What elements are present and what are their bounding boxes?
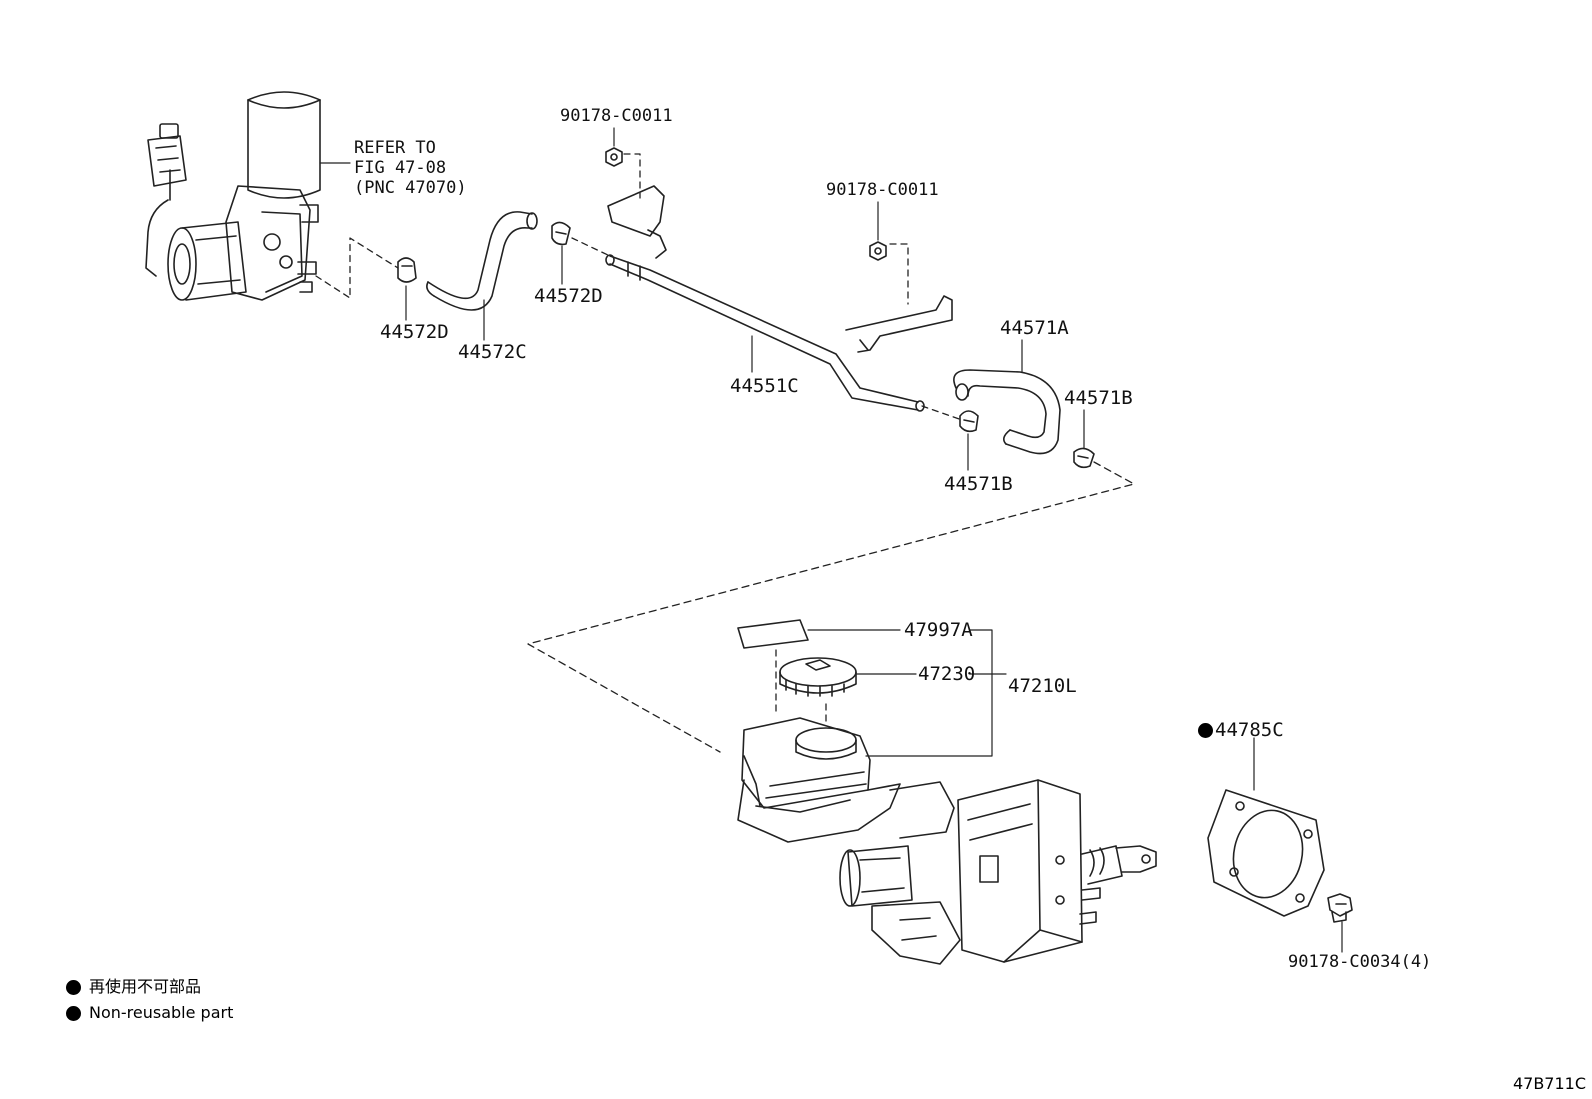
- label-hose-right[interactable]: 44571A: [1000, 317, 1069, 339]
- label-clip-middle[interactable]: 44572D: [534, 285, 603, 307]
- refer-to-line2: FIG 47-08: [354, 158, 447, 178]
- dashed-guide-2: [571, 237, 611, 257]
- clip-44572d-middle: [551, 221, 571, 285]
- assembly-bracket: [865, 629, 1007, 757]
- hose-44572c: [426, 211, 538, 341]
- bolt-90178-c0011-middle: [869, 201, 909, 305]
- dashed-guide-3: [921, 405, 963, 421]
- refer-to-line3: (PNC 47070): [354, 178, 467, 198]
- bolt-90178-c0034: [1327, 893, 1353, 953]
- label-cap[interactable]: 47230: [918, 663, 976, 685]
- non-reusable-dot-icon: [1198, 722, 1213, 738]
- legend-japanese: 再使用不可部品: [66, 978, 201, 996]
- label-gasket: 44785C: [1215, 719, 1284, 741]
- legend-japanese-text: 再使用不可部品: [89, 977, 202, 996]
- bolt-90178-c0011-top: [605, 127, 641, 199]
- legend-dot-icon: [66, 979, 81, 995]
- label-plate[interactable]: 47997A: [904, 619, 973, 641]
- clip-44571b-lower: [959, 410, 979, 471]
- label-clip-left[interactable]: 44572D: [380, 321, 449, 343]
- label-hose-left[interactable]: 44572C: [458, 341, 527, 363]
- cap-47230: [779, 657, 917, 725]
- label-bolt-middle[interactable]: 90178-C0011: [826, 180, 939, 200]
- dashed-guide-long: [527, 461, 1135, 753]
- label-gasket-row[interactable]: 44785C: [1198, 720, 1284, 740]
- legend-english: Non-reusable part: [66, 1004, 233, 1022]
- refer-to-line1: REFER TO: [354, 138, 436, 158]
- label-pipe[interactable]: 44551C: [730, 375, 799, 397]
- label-clip-right-lower[interactable]: 44571B: [944, 473, 1013, 495]
- hose-44571a: [953, 339, 1061, 455]
- label-plate-47997a: [737, 619, 901, 713]
- figure-id: 47B711C: [1512, 1074, 1586, 1093]
- legend-dot-icon: [66, 1005, 81, 1021]
- dashed-guide-1: [315, 237, 399, 299]
- label-clip-right-upper[interactable]: 44571B: [1064, 387, 1133, 409]
- legend-english-text: Non-reusable part: [89, 1003, 234, 1022]
- gasket-44785c: [1207, 737, 1325, 917]
- pump-motor-assembly: [145, 91, 351, 301]
- pipe-44551c: [605, 185, 953, 412]
- booster-assembly-47210l: [737, 717, 1157, 965]
- label-reservoir-assembly[interactable]: 47210L: [1008, 675, 1077, 697]
- label-bolt-bottom[interactable]: 90178-C0034(4): [1288, 952, 1432, 972]
- clip-44571b-upper: [1073, 409, 1095, 469]
- clip-44572d-left: [397, 257, 417, 321]
- label-bolt-top[interactable]: 90178-C0011: [560, 106, 673, 126]
